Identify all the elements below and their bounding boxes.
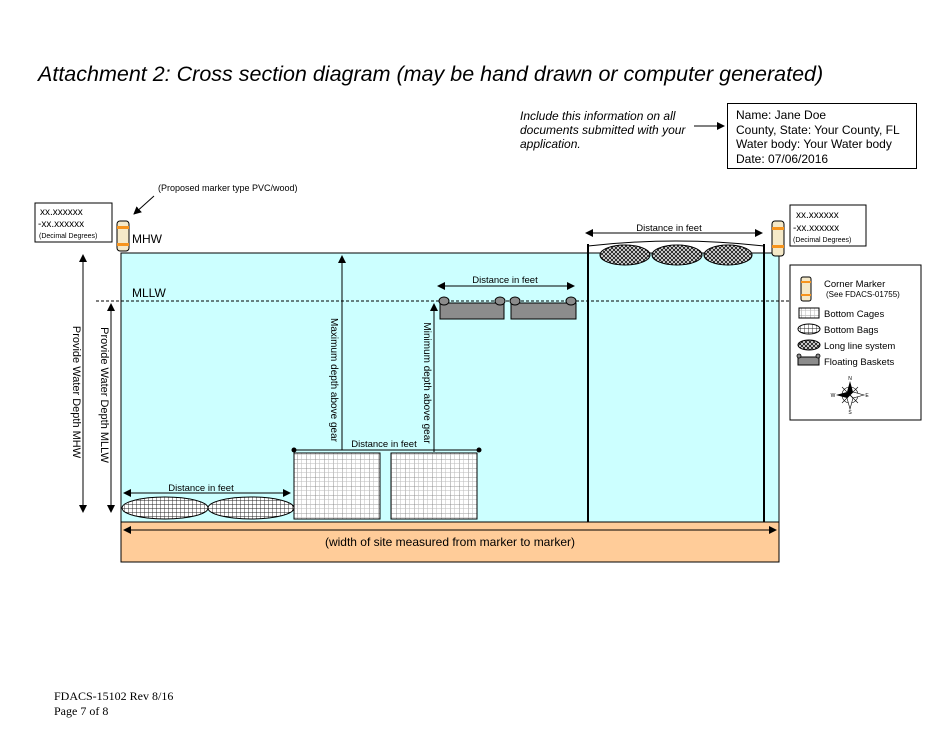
info-water-body: Water body: Your Water body [736, 137, 892, 151]
left-unit: (Decimal Degrees) [39, 233, 97, 240]
right-unit: (Decimal Degrees) [793, 237, 851, 244]
floating-basket [510, 302, 577, 320]
compass-s: S [848, 410, 852, 416]
mhw-label: MHW [132, 232, 163, 246]
legend-long-line-icon [797, 339, 821, 351]
bottom-bag [121, 496, 209, 520]
longline-bag [703, 244, 753, 266]
legend-bottom-bags-label: Bottom Bags [824, 325, 879, 336]
bottom-cage [390, 452, 478, 520]
compass-rose-icon [836, 381, 866, 411]
page-number: Page 7 of 8 [54, 704, 109, 718]
depth-mhw-label: Provide Water Depth MHW [70, 326, 82, 459]
page-title: Attachment 2: Cross section diagram (may… [38, 62, 824, 86]
marker-note-arrow [133, 195, 155, 215]
legend-corner-marker-label: Corner Marker [824, 279, 885, 290]
marker-type-note: (Proposed marker type PVC/wood) [158, 183, 298, 193]
basket-float [494, 296, 506, 306]
include-note: Include this information on all document… [520, 109, 686, 151]
legend-floating-baskets-icon [796, 353, 821, 366]
legend-floating-baskets-label: Floating Baskets [824, 357, 894, 368]
legend: Corner Marker (See FDACS-01755) Bottom C… [789, 264, 922, 421]
left-coords-box [34, 202, 113, 243]
right-corner-marker [771, 220, 785, 257]
bottom-bag [207, 496, 295, 520]
legend-bottom-cages-icon [798, 307, 820, 319]
basket-float [438, 296, 450, 306]
legend-corner-marker-ref: (See FDACS-01755) [826, 290, 900, 299]
cages-distance-end [291, 447, 297, 453]
bags-distance-label: Distance in feet [168, 483, 234, 494]
longline-bag [651, 244, 703, 266]
compass-n: N [848, 376, 852, 382]
max-depth-label: Maximum depth above gear [328, 318, 339, 443]
left-lat: xx.xxxxxx [40, 207, 83, 218]
longline-bag [599, 244, 651, 266]
site-width-label: (width of site measured from marker to m… [325, 535, 575, 549]
compass-w: W [831, 393, 836, 399]
right-lon: -xx.xxxxxx [793, 223, 839, 234]
baskets-distance-label: Distance in feet [472, 275, 538, 286]
depth-mllw-label: Provide Water Depth MLLW [98, 327, 110, 463]
longline-rope [587, 240, 765, 247]
cages-distance-label: Distance in feet [351, 439, 417, 450]
info-county-state: County, State: Your County, FL [736, 122, 900, 137]
legend-bottom-bags-icon [797, 323, 821, 335]
basket-float [509, 296, 521, 306]
legend-corner-marker-icon [800, 276, 812, 302]
basket-float [565, 296, 577, 306]
right-coords-box [789, 204, 867, 247]
info-name: Name: Jane Doe [736, 108, 827, 122]
applicant-info-box: Name: Jane Doe County, State: Your Count… [727, 103, 917, 169]
mllw-label: MLLW [132, 286, 166, 300]
page-footer: FDACS-15102 Rev 8/16 Page 7 of 8 [54, 689, 173, 719]
min-depth-label: Minimum depth above gear [421, 322, 432, 444]
legend-long-line-label: Long line system [824, 341, 895, 352]
cages-distance-end [476, 447, 482, 453]
bottom-cage [293, 452, 381, 520]
floating-basket [439, 302, 505, 320]
form-number: FDACS-15102 Rev 8/16 [54, 689, 174, 703]
info-date: Date: 07/06/2016 [736, 151, 829, 166]
left-corner-marker [116, 220, 130, 252]
legend-bottom-cages-label: Bottom Cages [824, 309, 884, 320]
left-lon: -xx.xxxxxx [38, 219, 84, 230]
right-lat: xx.xxxxxx [796, 210, 839, 221]
longline-distance-label: Distance in feet [636, 223, 702, 234]
compass-e: E [865, 393, 869, 399]
